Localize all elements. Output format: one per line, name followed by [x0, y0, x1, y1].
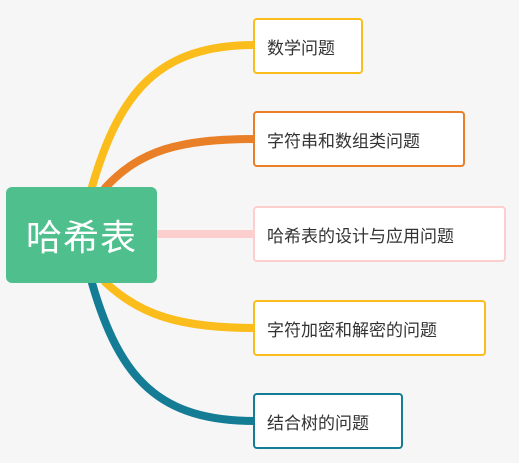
topic-node-tree[interactable]: 结合树的问题	[253, 393, 403, 449]
topic-node-string-array[interactable]: 字符串和数组类问题	[253, 111, 465, 167]
topic-label: 字符加密和解密的问题	[267, 320, 437, 341]
topic-label: 字符串和数组类问题	[267, 131, 420, 152]
topic-label: 哈希表的设计与应用问题	[267, 226, 454, 247]
topic-label: 数学问题	[267, 38, 335, 59]
root-node[interactable]: 哈希表	[6, 187, 157, 283]
root-label: 哈希表	[25, 218, 137, 259]
topic-node-cipher[interactable]: 字符加密和解密的问题	[253, 300, 486, 356]
topic-node-math[interactable]: 数学问题	[253, 18, 363, 74]
topic-node-hash-design[interactable]: 哈希表的设计与应用问题	[253, 206, 506, 262]
connector-tree	[88, 279, 259, 425]
connector-math	[88, 41, 259, 191]
connector-string-array	[101, 135, 259, 192]
topic-label: 结合树的问题	[267, 413, 369, 434]
connector-cipher	[101, 278, 259, 332]
